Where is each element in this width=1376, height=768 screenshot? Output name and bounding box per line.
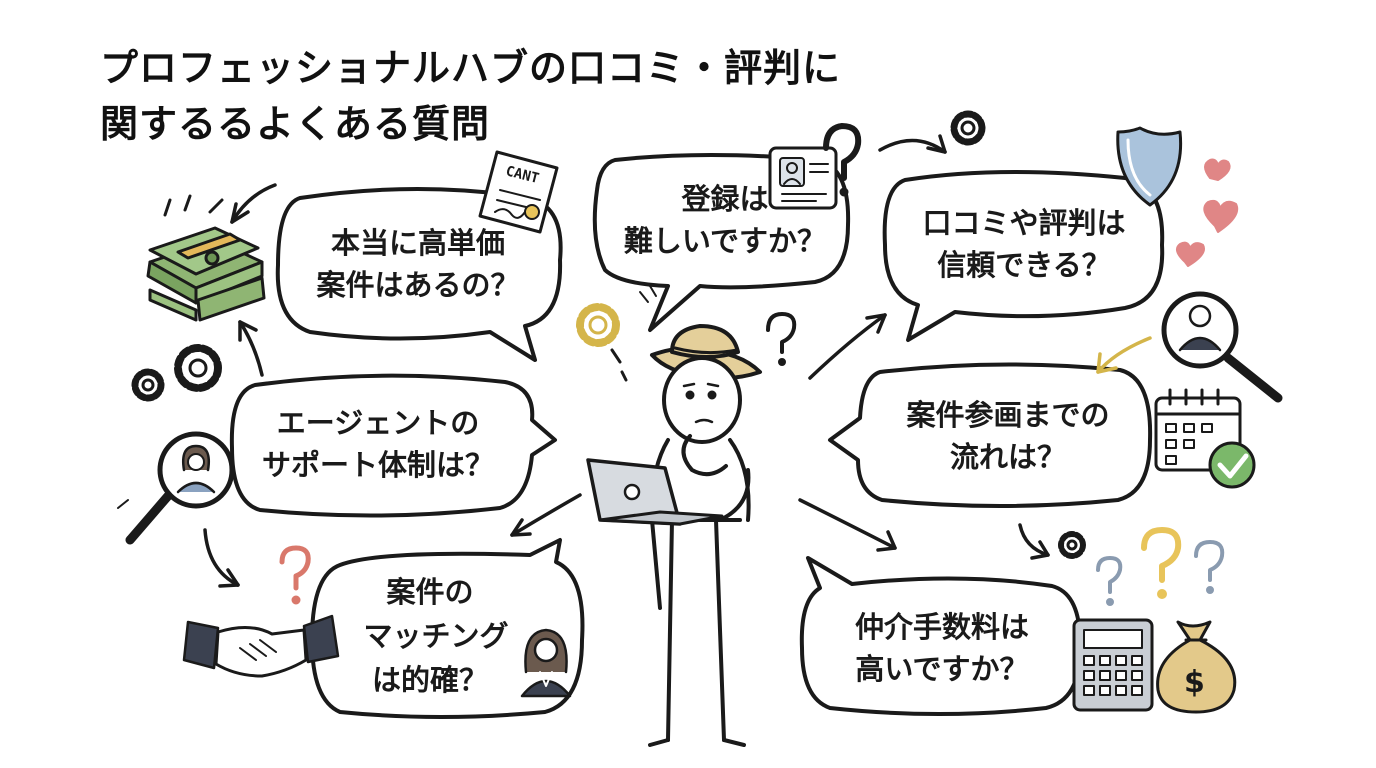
- question-line: 案件はあるの？: [316, 268, 520, 302]
- question-line: 案件の: [386, 575, 474, 609]
- heart-icon: [1204, 158, 1231, 181]
- question-line: エージェントの: [276, 406, 480, 440]
- gear-icon: [576, 303, 628, 382]
- question-line: 仲介手数料は: [854, 610, 1029, 644]
- heart-icon: [1175, 241, 1205, 267]
- certificate-icon: CANT: [478, 150, 559, 234]
- question-line: 流れは？: [949, 440, 1066, 474]
- title-line-1: プロフェッショナルハブの口コミ・評判に: [100, 46, 842, 90]
- question-mark-icon: [823, 123, 862, 197]
- gear-icon: [174, 344, 222, 392]
- question-line: は的確？: [371, 663, 488, 697]
- money-stack-icon: [146, 194, 266, 322]
- question-mark-icon: [1096, 556, 1123, 606]
- check-icon: [1208, 441, 1256, 489]
- certificate-label: CANT: [504, 163, 541, 187]
- sketch-lines: [117, 285, 657, 509]
- question-mark-icon: [1141, 527, 1182, 599]
- question-review-reliability: 口コミや評判は 信頼できる？: [896, 202, 1152, 286]
- businesswoman-icon: [520, 628, 572, 698]
- money-bag-symbol: $: [1184, 665, 1205, 700]
- question-line: サポート体制は？: [261, 448, 494, 482]
- question-registration-difficulty: 登録は 難しいですか？: [610, 178, 840, 262]
- laptop-icon: [586, 458, 724, 526]
- bubble-q3: [882, 169, 1165, 342]
- bubble-q5: [828, 362, 1153, 508]
- gear-icon: [131, 368, 165, 402]
- id-card-icon: [768, 146, 838, 210]
- bubble-q7: [799, 556, 1083, 716]
- question-commission-fee: 仲介手数料は 高いですか？: [812, 606, 1072, 690]
- question-agent-support: エージェントの サポート体制は？: [240, 402, 516, 486]
- question-mark-icon: [1194, 540, 1225, 594]
- question-matching-accuracy: 案件の マッチング は的確？: [340, 570, 520, 702]
- magnifier-person-icon: [1161, 291, 1283, 403]
- question-mark-icon: [279, 545, 311, 605]
- question-line: 口コミや評判は: [922, 206, 1126, 240]
- gear-icon: [1058, 531, 1086, 559]
- thinking-person-figure: [648, 324, 762, 747]
- arrows: [203, 134, 1152, 588]
- calculator-icon: [1072, 618, 1154, 712]
- page-title: プロフェッショナルハブの口コミ・評判に 関するるよくある質問: [100, 40, 841, 152]
- heart-icon: [1203, 199, 1239, 233]
- question-project-flow: 案件参画までの 流れは？: [876, 394, 1140, 478]
- money-bag-icon: $: [1156, 620, 1237, 714]
- title-line-2: 関するるよくある質問: [100, 102, 491, 146]
- gear-icon: [950, 110, 986, 146]
- question-line: 案件参画までの: [906, 398, 1110, 432]
- question-line: 本当に高単価: [330, 226, 505, 260]
- question-high-price-projects: 本当に高単価 案件はあるの？: [298, 222, 538, 306]
- magnifier-person-icon: [125, 431, 235, 545]
- shield-icon: [1116, 126, 1183, 207]
- question-line: 登録は: [681, 182, 769, 216]
- question-line: 高いですか？: [855, 652, 1029, 686]
- handshake-icon: [182, 614, 340, 678]
- question-line: 難しいですか？: [623, 224, 827, 258]
- question-mark-icon: [766, 312, 797, 366]
- question-line: 信頼できる？: [937, 248, 1111, 282]
- question-line: マッチング: [363, 619, 509, 653]
